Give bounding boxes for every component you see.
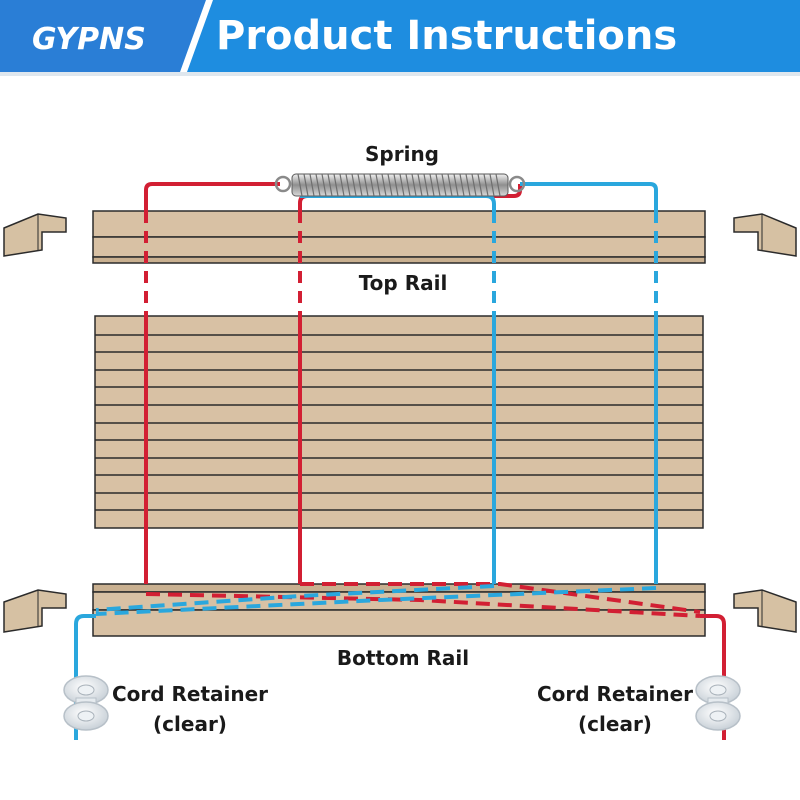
bottom-rail-label: Bottom Rail	[337, 646, 469, 670]
bracket-bottom-left-icon	[3, 589, 67, 633]
blue-cord	[74, 182, 658, 740]
bracket-top-right-icon	[733, 213, 797, 257]
bracket-top-left-icon	[3, 213, 67, 257]
top-rail-label: Top Rail	[359, 271, 448, 295]
banner-background	[0, 0, 800, 76]
cord-retainer-right-sublabel: (clear)	[578, 712, 652, 736]
cord-retainer-right-label: Cord Retainer	[537, 682, 693, 706]
top-rail	[92, 210, 706, 264]
cord-retainer-left-label: Cord Retainer	[112, 682, 268, 706]
cord-retainer-left-sublabel: (clear)	[153, 712, 227, 736]
brand-logo: GYPNS	[32, 22, 146, 57]
header-banner: GYPNS Product Instructions	[0, 0, 800, 76]
spring-icon	[274, 173, 526, 197]
page-title: Product Instructions	[216, 13, 678, 59]
spring-label: Spring	[365, 142, 439, 166]
cord-retainer-right-icon	[695, 675, 741, 731]
bracket-bottom-right-icon	[733, 589, 797, 633]
pleated-fabric	[94, 315, 704, 529]
cord-retainer-left-icon	[63, 675, 109, 731]
